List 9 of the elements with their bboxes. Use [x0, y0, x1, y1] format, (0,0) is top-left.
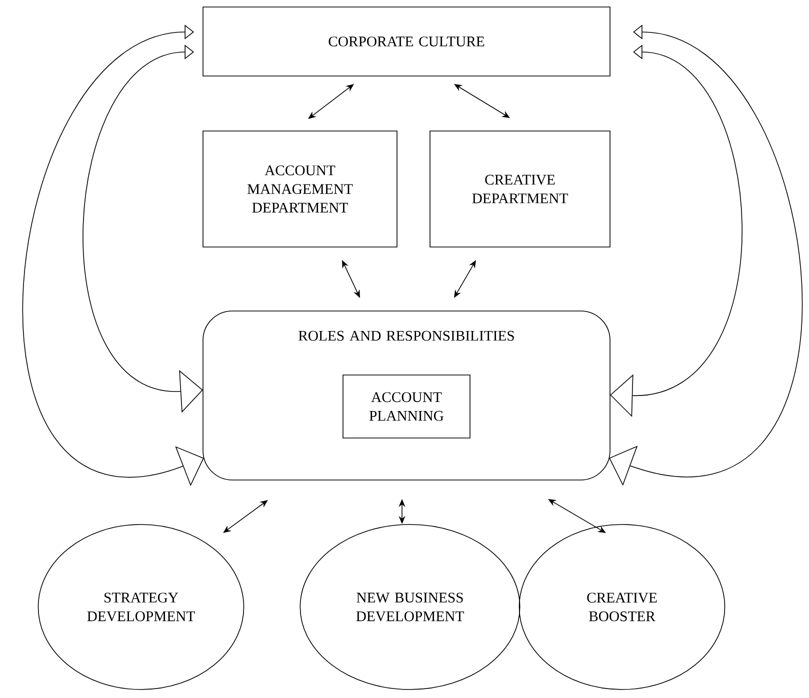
text-box: ACCOUNT PLANNING — [342, 374, 470, 438]
ellipse-node: CREATIVE BOOSTER — [518, 524, 726, 690]
arrow — [223, 500, 268, 533]
text-box: CREATIVE DEPARTMENT — [430, 130, 610, 248]
text-box: CORPORATE CULTURE — [202, 6, 610, 76]
text-box: ACCOUNT MANAGEMENT DEPARTMENT — [202, 130, 398, 248]
ellipse-node: NEW BUSINESS DEVELOPMENT — [300, 524, 520, 690]
ellipse-node: STRATEGY DEVELOPMENT — [38, 524, 244, 690]
arrow — [308, 84, 354, 119]
